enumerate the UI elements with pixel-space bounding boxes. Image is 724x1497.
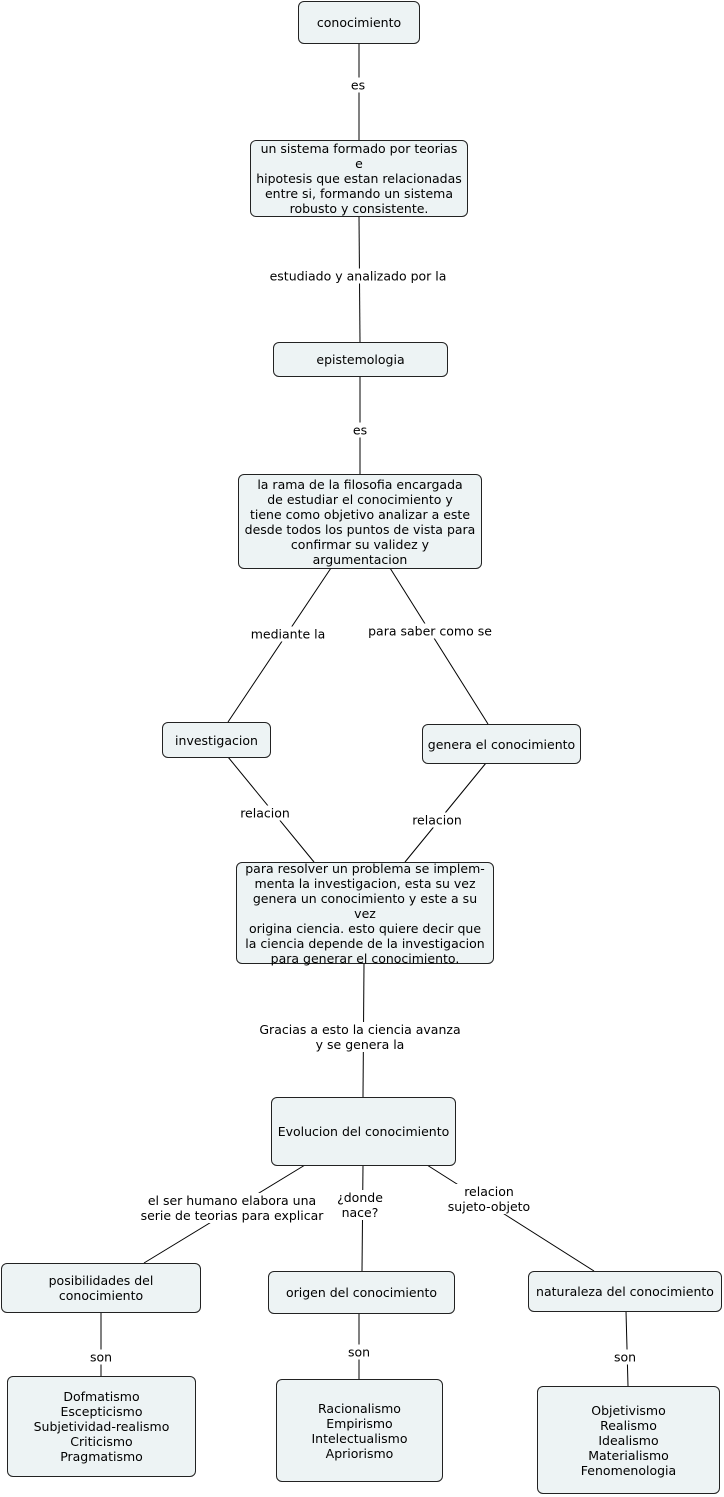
concept-posibilidades[interactable]: posibilidades del conocimiento [1, 1263, 201, 1313]
link-label-son: son [611, 1349, 639, 1365]
link-label-es: es [348, 77, 368, 93]
connector [227, 567, 332, 723]
connector [426, 1164, 595, 1272]
concept-genera-conocimiento[interactable]: genera el conocimiento [422, 724, 581, 764]
concept-lista-posibilidades[interactable]: Dofmatismo Escepticismo Subjetividad-rea… [7, 1376, 196, 1477]
concept-conocimiento[interactable]: conocimiento [298, 1, 420, 44]
link-label-mediante: mediante la [248, 626, 328, 642]
concept-investigacion[interactable]: investigacion [162, 722, 271, 758]
concept-evolucion[interactable]: Evolucion del conocimiento [271, 1097, 456, 1166]
connector [389, 567, 489, 725]
link-label-son: son [87, 1349, 115, 1365]
link-label-donde: ¿donde nace? [335, 1190, 385, 1220]
concept-naturaleza[interactable]: naturaleza del conocimiento [528, 1271, 722, 1312]
concept-lista-naturaleza[interactable]: Objetivismo Realismo Idealismo Materiali… [537, 1386, 720, 1494]
link-label-ser-humano: el ser humano elabora una serie de teori… [138, 1193, 326, 1223]
link-label-para-saber: para saber como se [366, 623, 494, 639]
concept-epistemologia[interactable]: epistemologia [273, 342, 448, 377]
concept-resolver-problema[interactable]: para resolver un problema se implem- men… [236, 861, 494, 966]
link-label-relacion: relacion [238, 805, 292, 821]
link-label-son: son [345, 1344, 373, 1360]
concept-rama-filosofia[interactable]: la rama de la filosofia encargada de est… [238, 474, 482, 569]
concept-origen[interactable]: origen del conocimiento [268, 1271, 455, 1314]
concept-sistema[interactable]: un sistema formado por teorias e hipotes… [250, 140, 468, 217]
link-label-es: es [350, 422, 370, 438]
concept-lista-origen[interactable]: Racionalismo Empirismo Intelectualismo A… [276, 1379, 443, 1482]
link-label-estudiado: estudiado y analizado por la [267, 268, 449, 284]
link-label-sujeto: relacion sujeto-objeto [445, 1184, 533, 1214]
connector [625, 1310, 629, 1387]
link-label-relacion: relacion [410, 812, 464, 828]
link-label-gracias: Gracias a esto la ciencia avanza y se ge… [257, 1022, 463, 1052]
